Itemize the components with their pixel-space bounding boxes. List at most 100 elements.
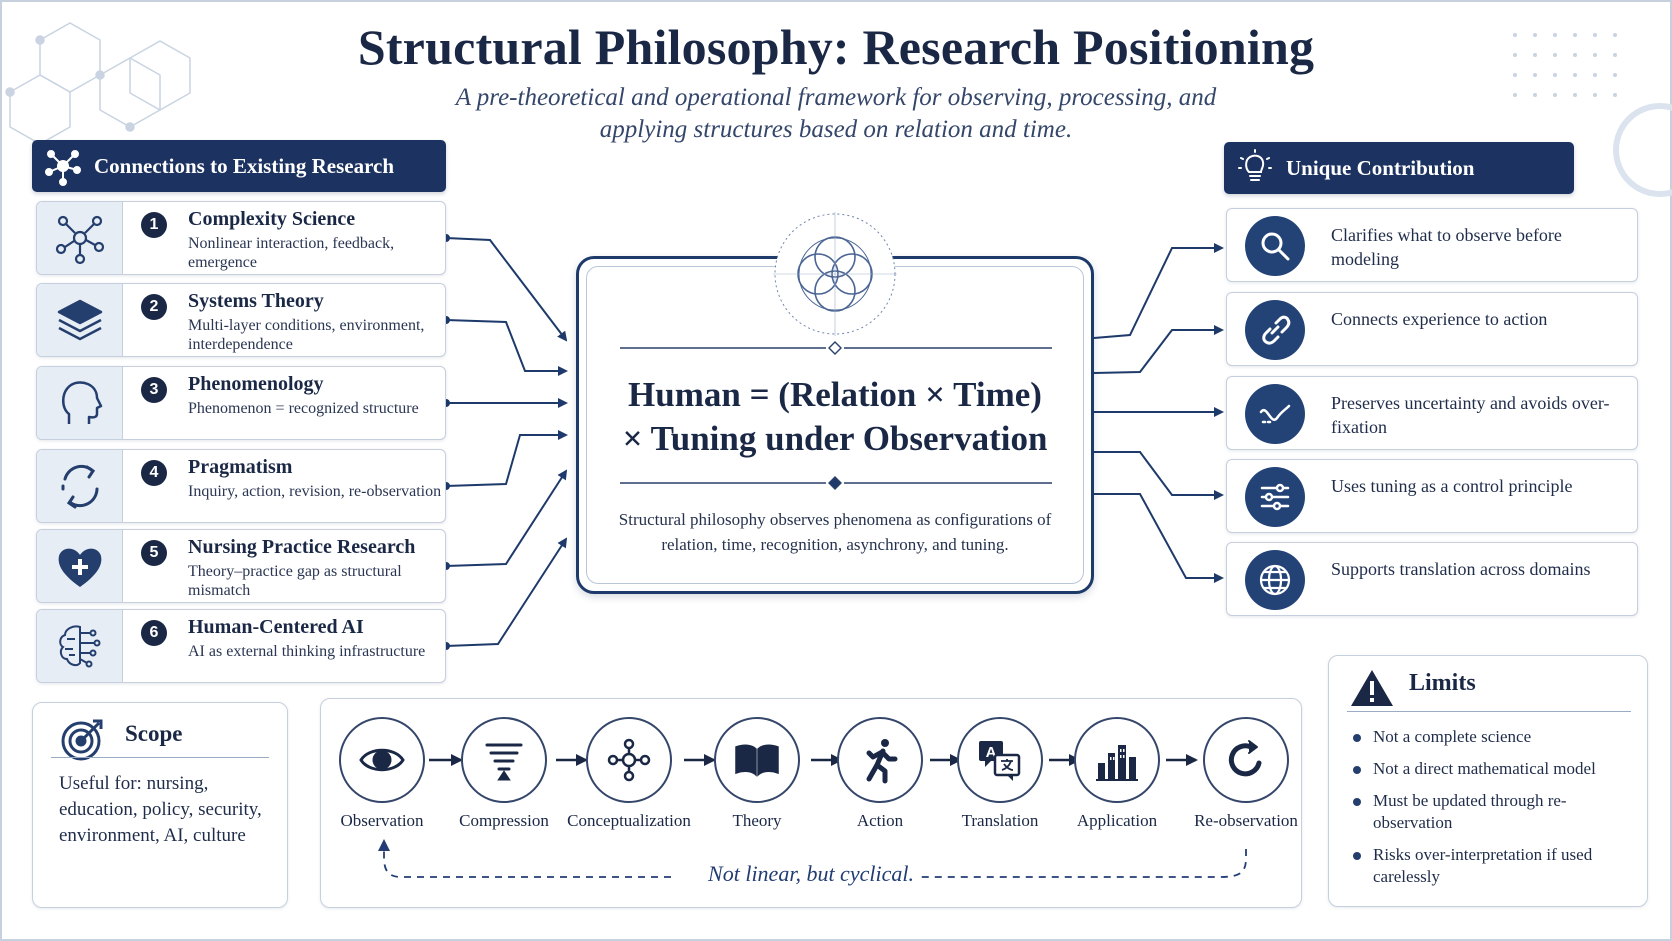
warning-icon [1351, 670, 1393, 706]
running-person-icon [837, 717, 923, 803]
flow-step-label: Compression [459, 811, 549, 830]
left-section-header-label: Connections to Existing Research [94, 153, 395, 178]
equation-line-2: × Tuning under Observation [622, 419, 1048, 458]
cycle-note: Not linear, but cyclical. [321, 861, 1301, 887]
overlapping-circles-icon [773, 212, 897, 336]
right-section-header: Unique Contribution [1224, 142, 1574, 194]
refresh-icon [1203, 717, 1289, 803]
research-description: Nonlinear interaction, feedback, emergen… [188, 235, 395, 271]
research-description: Phenomenon = recognized structure [188, 400, 419, 417]
flow-step-application[interactable]: Application [1052, 717, 1182, 831]
research-number: 2 [141, 294, 167, 320]
lightbulb-icon [1224, 142, 1286, 194]
research-title: Phenomenology [188, 373, 324, 395]
flow-step-compression[interactable]: Compression [439, 717, 569, 831]
flow-step-reobservation[interactable]: Re-observation [1181, 717, 1311, 831]
research-number: 4 [141, 460, 167, 486]
research-title: Complexity Science [188, 208, 356, 230]
heart-cross-icon [37, 530, 123, 602]
flow-step-label: Theory [732, 811, 782, 830]
flow-step-theory[interactable]: Theory [692, 717, 822, 831]
sliders-icon [1245, 467, 1305, 527]
research-number: 5 [141, 540, 167, 566]
research-description: AI as external thinking infrastructure [188, 643, 426, 660]
research-title: Pragmatism [188, 456, 293, 478]
network-nodes-icon [37, 202, 123, 274]
flow-step-label: Observation [340, 811, 424, 830]
target-icon [61, 719, 103, 761]
contribution-text: Preserves uncertainty and avoids over-fi… [1331, 393, 1610, 437]
left-section-header: Connections to Existing Research [32, 140, 446, 192]
ring-decor [1613, 103, 1672, 197]
magnifier-icon [1245, 216, 1305, 276]
scope-title: Scope [125, 721, 183, 746]
research-number: 3 [141, 377, 167, 403]
head-profile-icon [37, 367, 123, 439]
right-connectors [1093, 243, 1224, 583]
contribution-text: Uses tuning as a control principle [1331, 476, 1573, 496]
scope-panel: Scope Useful for: nursing, education, po… [32, 702, 288, 908]
layers-icon [37, 284, 123, 356]
dot-grid-decor [1513, 33, 1617, 97]
research-title: Nursing Practice Research [188, 536, 416, 558]
open-book-icon [714, 717, 800, 803]
research-title: Systems Theory [188, 290, 324, 312]
right-section-header-label: Unique Contribution [1286, 155, 1475, 180]
limit-item: Risks over-interpretation if used carele… [1351, 844, 1629, 888]
node-cluster-icon [586, 717, 672, 803]
flow-step-observation[interactable]: Observation [317, 717, 447, 831]
left-connectors [445, 237, 568, 647]
network-icon [32, 140, 94, 192]
contribution-card-tuning[interactable]: Uses tuning as a control principle [1226, 459, 1638, 533]
process-flow-panel: Observation Compression Conceptualizatio… [320, 698, 1302, 908]
research-card-systems[interactable]: 2 Systems Theory Multi-layer conditions,… [36, 283, 446, 357]
limit-item: Not a complete science [1351, 726, 1629, 748]
contribution-card-translation[interactable]: Supports translation across domains [1226, 542, 1638, 616]
research-number: 6 [141, 620, 167, 646]
contribution-text: Clarifies what to observe before modelin… [1331, 225, 1562, 269]
research-title: Human-Centered AI [188, 616, 364, 638]
svg-text:A: A [986, 744, 997, 761]
funnel-icon [461, 717, 547, 803]
contribution-text: Connects experience to action [1331, 309, 1548, 329]
flow-step-conceptualization[interactable]: Conceptualization [564, 717, 694, 831]
flow-step-label: Conceptualization [567, 811, 691, 830]
research-card-complexity[interactable]: 1 Complexity Science Nonlinear interacti… [36, 201, 446, 275]
contribution-card-connect[interactable]: Connects experience to action [1226, 292, 1638, 366]
page-subtitle: A pre-theoretical and operational framew… [455, 84, 1217, 143]
limits-panel: Limits Not a complete science Not a dire… [1328, 655, 1648, 907]
translate-icon: A [957, 717, 1043, 803]
research-description: Inquiry, action, revision, re-observatio… [188, 483, 442, 500]
core-equation: Human = (Relation × Time) × Tuning under… [579, 373, 1091, 461]
research-card-hcai[interactable]: 6 Human-Centered AI AI as external think… [36, 609, 446, 683]
contribution-text: Supports translation across domains [1331, 559, 1591, 579]
flow-step-action[interactable]: Action [815, 717, 945, 831]
research-card-pragmatism[interactable]: 4 Pragmatism Inquiry, action, revision, … [36, 449, 446, 523]
flow-step-label: Action [856, 811, 904, 830]
equation-line-1: Human = (Relation × Time) [628, 375, 1042, 414]
limit-item: Must be updated through re-observation [1351, 790, 1629, 834]
contribution-card-observe[interactable]: Clarifies what to observe before modelin… [1226, 208, 1638, 282]
limit-item: Not a direct mathematical model [1351, 758, 1629, 780]
flow-step-translation[interactable]: A Translation [935, 717, 1065, 831]
flow-step-label: Application [1076, 811, 1158, 830]
research-card-phenomenology[interactable]: 3 Phenomenology Phenomenon = recognized … [36, 366, 446, 440]
limits-title: Limits [1409, 670, 1476, 696]
eye-icon [339, 717, 425, 803]
cycle-arrows-icon [37, 450, 123, 522]
page-title: Structural Philosophy: Research Position… [357, 19, 1315, 75]
contribution-card-uncertainty[interactable]: Preserves uncertainty and avoids over-fi… [1226, 376, 1638, 450]
hexagon-decor [5, 22, 191, 145]
scope-body: Useful for: nursing, education, policy, … [59, 773, 262, 846]
wave-curve-icon [1245, 384, 1305, 444]
link-icon [1245, 300, 1305, 360]
globe-icon [1245, 550, 1305, 610]
research-number: 1 [141, 212, 167, 238]
research-description: Theory–practice gap as structural mismat… [188, 563, 402, 599]
brain-circuit-icon [37, 610, 123, 682]
buildings-chart-icon [1074, 717, 1160, 803]
research-card-nursing[interactable]: 5 Nursing Practice Research Theory–pract… [36, 529, 446, 603]
flow-step-label: Translation [961, 811, 1039, 830]
research-description: Multi-layer conditions, environment, int… [188, 317, 425, 353]
